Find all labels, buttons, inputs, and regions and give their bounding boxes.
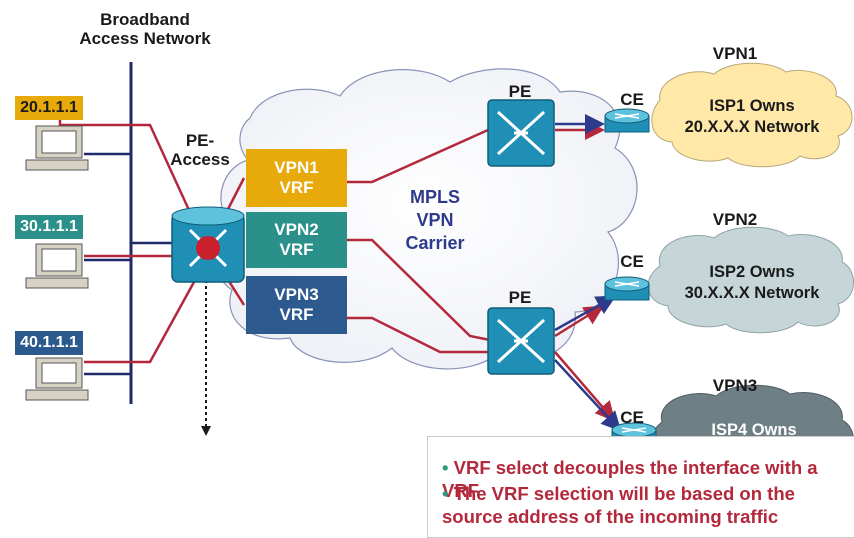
- vpn1-cloud: [651, 62, 853, 168]
- vpn2-cloud: [647, 226, 854, 334]
- host-address-1: 20.1.1.1: [15, 96, 83, 120]
- note-text-2: The VRF selection will be based on the s…: [442, 483, 795, 527]
- vpn1-cloud-text: ISP1 Owns 20.X.X.X Network: [684, 97, 820, 136]
- vrf-vpn3: VPN3 VRF: [246, 276, 347, 334]
- host-address-3: 40.1.1.1: [15, 331, 83, 355]
- vrf-vpn1: VPN1 VRF: [246, 149, 347, 207]
- pointer-arrowhead: [201, 426, 211, 436]
- note-text-1: VRF select decouples the interface with …: [442, 457, 818, 501]
- host-address-2: 30.1.1.1: [15, 215, 83, 239]
- pe-router-top-icon: [487, 99, 555, 167]
- ce-label-vpn1: CE: [620, 90, 644, 109]
- pe-access-label: PE- Access: [170, 131, 230, 169]
- ce-label-vpn2: CE: [620, 252, 644, 271]
- bullet-dot-icon: •: [442, 483, 449, 504]
- access-network-title: Broadband Access Network: [79, 10, 211, 48]
- computer-icon-2: [25, 243, 89, 289]
- notes-box: [427, 436, 854, 538]
- computer-icon-1: [25, 125, 89, 171]
- vpn2-name: VPN2: [712, 210, 758, 229]
- pe-router-bottom-icon: [487, 307, 555, 375]
- vpn2-cloud-text: ISP2 Owns 30.X.X.X Network: [684, 263, 820, 302]
- bullet-dot-icon: •: [442, 457, 449, 478]
- pe-ce-links: [554, 114, 622, 432]
- vpn1-name: VPN1: [712, 44, 758, 63]
- pe-label-top: PE: [508, 82, 532, 101]
- vrf-vpn2: VPN2 VRF: [246, 212, 347, 268]
- vpn3-name: VPN3: [712, 376, 758, 395]
- pe-label-bottom: PE: [508, 288, 532, 307]
- note-bullet-2: • The VRF selection will be based on the…: [442, 482, 852, 528]
- carrier-paths: [347, 120, 616, 422]
- ce-label-vpn3: CE: [620, 408, 644, 427]
- computer-icon-3: [25, 357, 89, 401]
- ce-router-vpn1-icon: [604, 108, 650, 133]
- ce-router-vpn2-icon: [604, 276, 650, 301]
- mpls-carrier-label: MPLS VPN Carrier: [405, 187, 465, 253]
- pe-access-router-icon: [171, 206, 245, 283]
- note-bullet-1: • VRF select decouples the interface wit…: [442, 456, 852, 502]
